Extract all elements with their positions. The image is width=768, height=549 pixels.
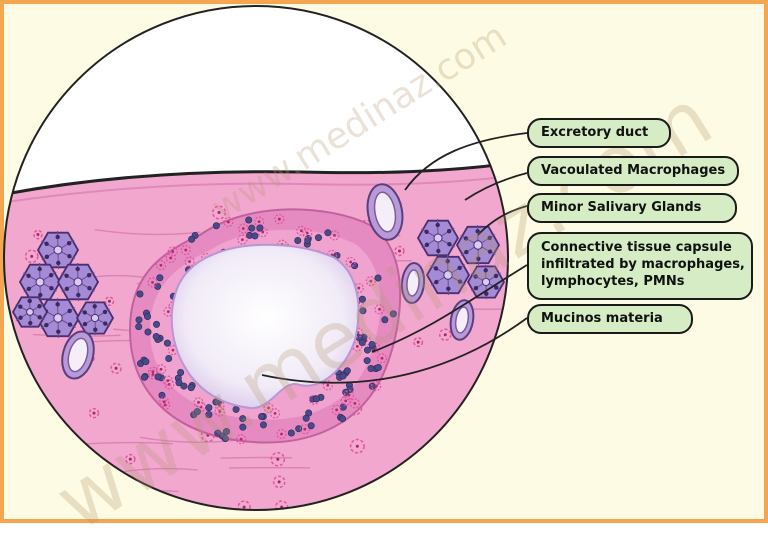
label-mucinous-material: Mucinos materia	[527, 304, 693, 334]
label-capsule-line1: Connective tissue capsule	[541, 239, 739, 256]
label-vacuolated-macrophages: Vacoulated Macrophages	[527, 156, 739, 186]
label-capsule: Connective tissue capsule infiltrated by…	[527, 232, 753, 300]
label-capsule-line3: lymphocytes, PMNs	[541, 273, 739, 290]
label-capsule-line2: infiltrated by macrophages,	[541, 256, 739, 273]
label-minor-salivary-glands: Minor Salivary Glands	[527, 193, 737, 223]
label-excretory-duct: Excretory duct	[527, 118, 671, 148]
